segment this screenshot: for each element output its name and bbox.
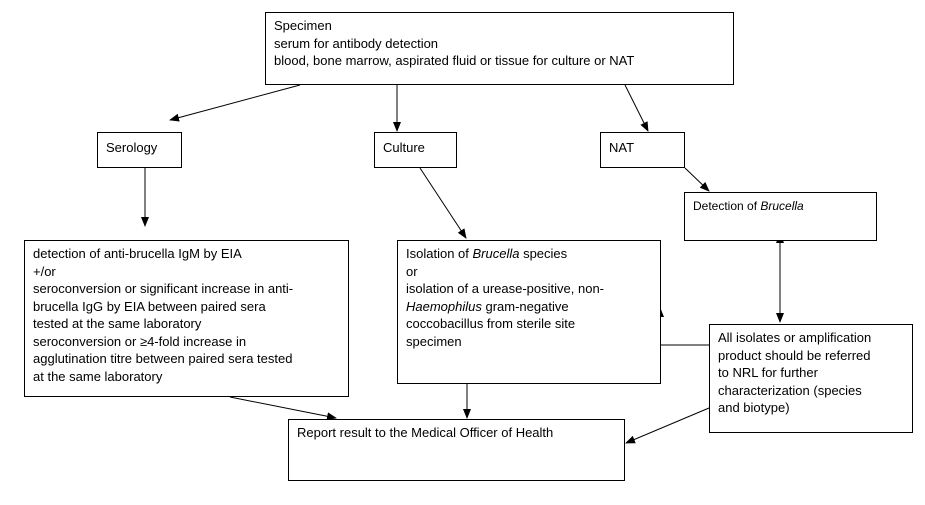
- isolation-line-1-suffix: species: [519, 246, 568, 261]
- serology-result-line: seroconversion or ≥4-fold increase in: [33, 333, 247, 349]
- detection-prefix: Detection of: [693, 199, 761, 213]
- arrow-nat-to-detection: [684, 167, 710, 192]
- isolation-line-1-prefix: Isolation of: [406, 246, 473, 261]
- arrow-serology-result-to-report: [229, 396, 337, 421]
- arrow-referral-to-isolation: [656, 307, 709, 346]
- specimen-title: Specimen: [274, 18, 332, 33]
- referral-line: product should be referred: [718, 347, 871, 363]
- isolation-line-6: specimen: [406, 333, 462, 349]
- arrow-referral-to-report: [625, 407, 710, 444]
- isolation-box: Isolation of Brucella species or isolati…: [397, 240, 661, 384]
- report-label: Report result to the Medical Officer of …: [297, 425, 554, 440]
- isolation-haemophilus: Haemophilus: [406, 298, 482, 314]
- serology-box: Serology: [97, 132, 182, 168]
- specimen-box: Specimen serum for antibody detection bl…: [265, 12, 734, 85]
- serology-result-line: agglutination titre between paired sera …: [33, 351, 293, 366]
- isolation-genus: Brucella: [472, 246, 520, 261]
- arrow-specimen-to-nat: [624, 84, 649, 132]
- arrow-specimen-to-serology: [169, 84, 301, 122]
- specimen-culture-line: blood, bone marrow, aspirated fluid or t…: [274, 53, 635, 68]
- serology-result-box: detection of anti-brucella IgM by EIA +/…: [24, 240, 349, 397]
- referral-box: All isolates or amplification product sh…: [709, 324, 913, 433]
- referral-line: All isolates or amplification: [718, 330, 872, 345]
- isolation-line-3: isolation of a urease-positive, non-: [406, 281, 605, 296]
- isolation-line-4-suffix: gram-negative: [481, 298, 569, 314]
- detection-organism: Brucella: [760, 199, 804, 213]
- culture-box: Culture: [374, 132, 457, 168]
- referral-line: characterization (species: [718, 382, 862, 398]
- detection-box: Detection of Brucella: [684, 192, 877, 241]
- serology-label: Serology: [106, 140, 158, 155]
- serology-result-line: +/or: [33, 263, 56, 279]
- referral-line: and biotype): [718, 400, 790, 415]
- report-box: Report result to the Medical Officer of …: [288, 419, 625, 481]
- specimen-serum-line: serum for antibody detection: [274, 35, 439, 51]
- detection-label: Detection of Brucella: [693, 198, 868, 216]
- serology-result-line: brucella IgG by EIA between paired sera: [33, 298, 266, 314]
- serology-result-line: at the same laboratory: [33, 368, 163, 384]
- arrow-culture-to-isolation: [419, 167, 467, 239]
- isolation-line-2: or: [406, 263, 418, 279]
- serology-result-line: detection of anti-brucella IgM by EIA: [33, 246, 242, 261]
- isolation-line-4: Haemophilus gram-negative: [406, 298, 652, 316]
- nat-box: NAT: [600, 132, 685, 168]
- serology-result-line: tested at the same laboratory: [33, 316, 202, 331]
- referral-line: to NRL for further: [718, 365, 818, 380]
- isolation-line-5: coccobacillus from sterile site: [406, 316, 576, 331]
- culture-label: Culture: [383, 140, 425, 155]
- nat-label: NAT: [609, 140, 635, 155]
- isolation-line-1: Isolation of Brucella species: [406, 245, 652, 263]
- serology-result-line: seroconversion or significant increase i…: [33, 281, 294, 296]
